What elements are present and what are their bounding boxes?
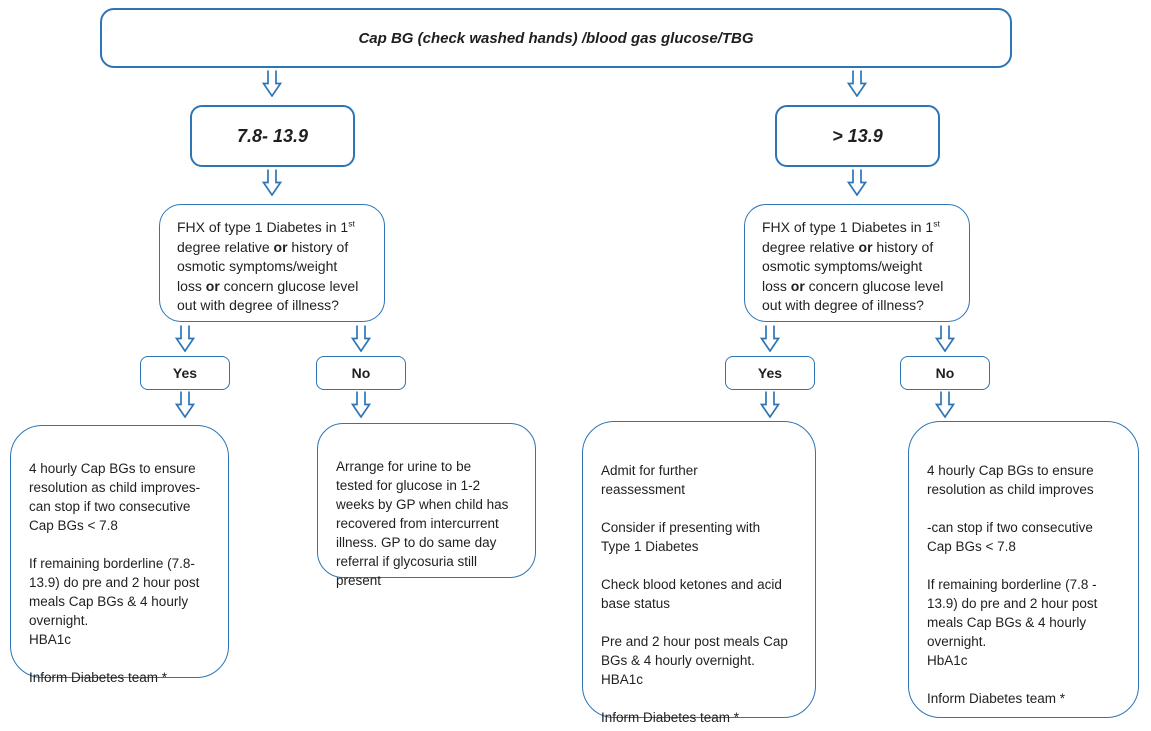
down-arrow [261,169,283,196]
outcome-node-high-no: 4 hourly Cap BGs to ensure resolution as… [908,421,1139,718]
outcome-node-high-yes: Admit for further reassessment Consider … [582,421,816,725]
range-node-label: > 13.9 [832,125,883,146]
range-node-high: > 13.9 [775,105,940,167]
range-node-borderline: 7.8- 13.9 [190,105,355,167]
down-arrow [174,391,196,418]
range-node-label: 7.8- 13.9 [236,125,309,146]
outcome-text: Admit for further reassessment Consider … [601,463,788,725]
down-arrow [261,70,283,97]
decision-label: No [351,365,371,381]
down-arrow [934,391,956,418]
decision-label: Yes [757,365,783,381]
down-arrow [350,325,372,352]
down-arrow [846,169,868,196]
decision-node-no-left: No [316,356,406,390]
decision-node-no-right: No [900,356,990,390]
outcome-text: 4 hourly Cap BGs to ensure resolution as… [29,461,201,685]
decision-label: No [935,365,955,381]
decision-node-yes-right: Yes [725,356,815,390]
down-arrow [846,70,868,97]
outcome-text: Arrange for urine to be tested for gluco… [336,459,509,588]
outcome-text: 4 hourly Cap BGs to ensure resolution as… [927,463,1098,706]
root-node-cap-bg: Cap BG (check washed hands) /blood gas g… [100,8,1012,68]
down-arrow [934,325,956,352]
root-node-label: Cap BG (check washed hands) /blood gas g… [358,29,754,47]
down-arrow [759,391,781,418]
down-arrow [759,325,781,352]
outcome-node-borderline-yes: 4 hourly Cap BGs to ensure resolution as… [10,425,229,685]
down-arrow [174,325,196,352]
down-arrow [350,391,372,418]
decision-label: Yes [172,365,198,381]
outcome-node-borderline-no: Arrange for urine to be tested for gluco… [317,423,536,588]
decision-node-yes-left: Yes [140,356,230,390]
